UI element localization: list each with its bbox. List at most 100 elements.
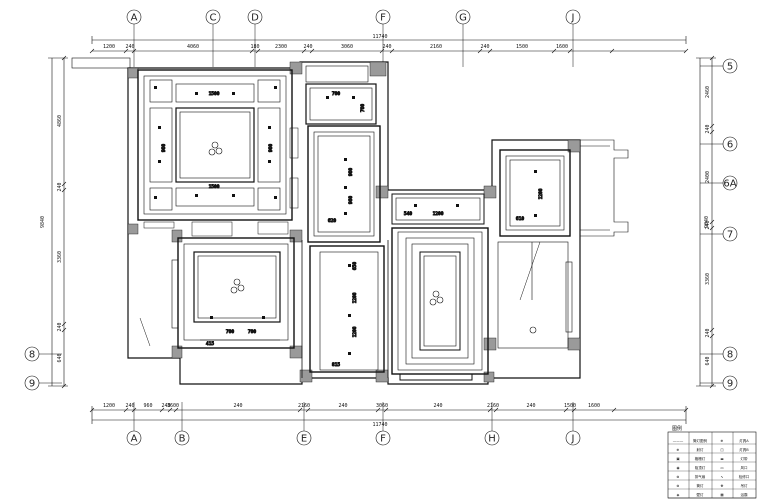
dim-label: 2400	[705, 171, 711, 183]
dim-label: 3360	[705, 273, 711, 285]
legend-cell: 灯具B	[739, 447, 749, 452]
legend-title: 图例	[672, 425, 682, 432]
legend-cell: 排气扇	[695, 474, 706, 479]
axis-bubble-j: J	[565, 402, 581, 446]
dim-tick	[379, 48, 385, 54]
balcony-slab	[71, 57, 131, 69]
room-3-ceiling	[307, 125, 381, 243]
legend-cell: 吸顶灯	[695, 465, 706, 470]
dim-tick	[709, 129, 715, 135]
dim-label: 960	[143, 403, 152, 409]
dim-tick	[61, 181, 67, 187]
dim-label: 1200	[103, 403, 115, 409]
dim-tick	[609, 48, 615, 54]
left-total-dim: 9840	[40, 216, 46, 228]
dim-label: 2160	[430, 44, 442, 50]
dim-tick	[123, 407, 129, 413]
axis-label: F	[380, 13, 386, 24]
dim-label: 240	[233, 403, 242, 409]
dim-label: 240	[705, 220, 711, 229]
room-2-ceiling	[171, 237, 295, 349]
dim-tick	[683, 407, 689, 413]
room-6-ceiling	[391, 193, 489, 381]
dim-tick	[551, 48, 557, 54]
legend-table: 图例 ———筒灯图例⊕灯具A⊕射灯◫灯具B▣格栅灯▬灯带◉吸顶灯▭风口⊗排气扇∿…	[667, 425, 757, 499]
axis-label: D	[251, 13, 259, 24]
top-total-dim: 11740	[372, 34, 387, 40]
axis-label: J	[571, 13, 575, 24]
legend-cell: 风口	[741, 466, 749, 470]
room1-bottom-dim: 1500	[209, 184, 220, 190]
legend-cell: ⊕	[677, 448, 680, 452]
dim-tick	[249, 48, 255, 54]
dim-tick	[255, 48, 261, 54]
bottom-total-dim: 11740	[372, 422, 387, 428]
axis-label: 8	[29, 350, 35, 361]
dim-label: 2300	[275, 44, 287, 50]
axis-bubble-6a: 6A	[700, 175, 738, 191]
axis-bubble-h: H	[484, 402, 500, 446]
dim-label: 240	[705, 328, 711, 337]
room5-dim-c: 1200	[352, 326, 358, 337]
dim-tick	[709, 327, 715, 333]
legend-cell: ∿	[721, 475, 724, 479]
dim-label: 1500	[516, 44, 528, 50]
dim-tick	[683, 48, 689, 54]
dim-label: 3060	[341, 44, 353, 50]
room-4-ceiling	[305, 65, 377, 125]
dim-label: 240	[338, 403, 347, 409]
room3-dim-c: 620	[328, 218, 336, 224]
dim-label: 240	[161, 403, 170, 409]
room6-dim-a: 540	[404, 211, 412, 217]
dim-label: 640	[57, 353, 63, 362]
axis-bubble-6: 6	[700, 136, 738, 152]
room2-dim-c: 700	[248, 329, 256, 335]
room3-dim-a: 900	[348, 168, 354, 176]
legend-cell: ▬	[720, 457, 723, 461]
legend-cell: ◈	[677, 493, 680, 497]
axis-bubble-9: 9	[700, 375, 738, 391]
dim-tick	[709, 225, 715, 231]
room6-dim-b: 1200	[433, 211, 444, 217]
axis-label: 7	[727, 230, 733, 241]
legend-cell: 灯具A	[739, 438, 749, 443]
legend-cell: 筒灯图例	[693, 438, 707, 443]
dim-tick	[297, 407, 303, 413]
axis-label: A	[131, 13, 138, 24]
left-axis-bubbles: 89	[24, 346, 62, 391]
dim-label: 240	[526, 403, 535, 409]
right-dimension-chain	[696, 55, 716, 389]
dim-label: 240	[57, 182, 63, 191]
axis-bubble-c: C	[205, 9, 221, 67]
legend-cell: ———	[673, 439, 684, 443]
right-axis-bubbles: 5 6 6A 7 8 9	[700, 58, 738, 391]
dim-tick	[709, 383, 715, 389]
room1-left-dim: 900	[161, 144, 167, 152]
axis-bubble-d: D	[247, 9, 263, 67]
room1-right-dim: 900	[268, 144, 274, 152]
room5-dim-a: 650	[352, 262, 358, 270]
axis-label: 9	[727, 379, 733, 390]
dim-tick	[611, 407, 617, 413]
dim-label: 240	[480, 44, 489, 50]
legend-cell: ⊗	[677, 475, 680, 479]
dim-label: 240	[705, 124, 711, 133]
dim-tick	[709, 333, 715, 339]
axis-bubble-e: E	[296, 402, 312, 446]
dim-label: 240	[57, 322, 63, 331]
dim-tick	[477, 48, 483, 54]
dim-tick	[709, 123, 715, 129]
axis-bubble-8: 8	[700, 346, 738, 362]
room7-dim-a: 1200	[538, 188, 544, 199]
dim-label: 3600	[167, 403, 179, 409]
legend-cell: ▦	[720, 493, 723, 497]
axis-bubble-5: 5	[700, 58, 738, 74]
axis-label: C	[210, 13, 217, 24]
axis-label: H	[488, 434, 496, 445]
axis-bubble-f: F	[375, 9, 391, 67]
